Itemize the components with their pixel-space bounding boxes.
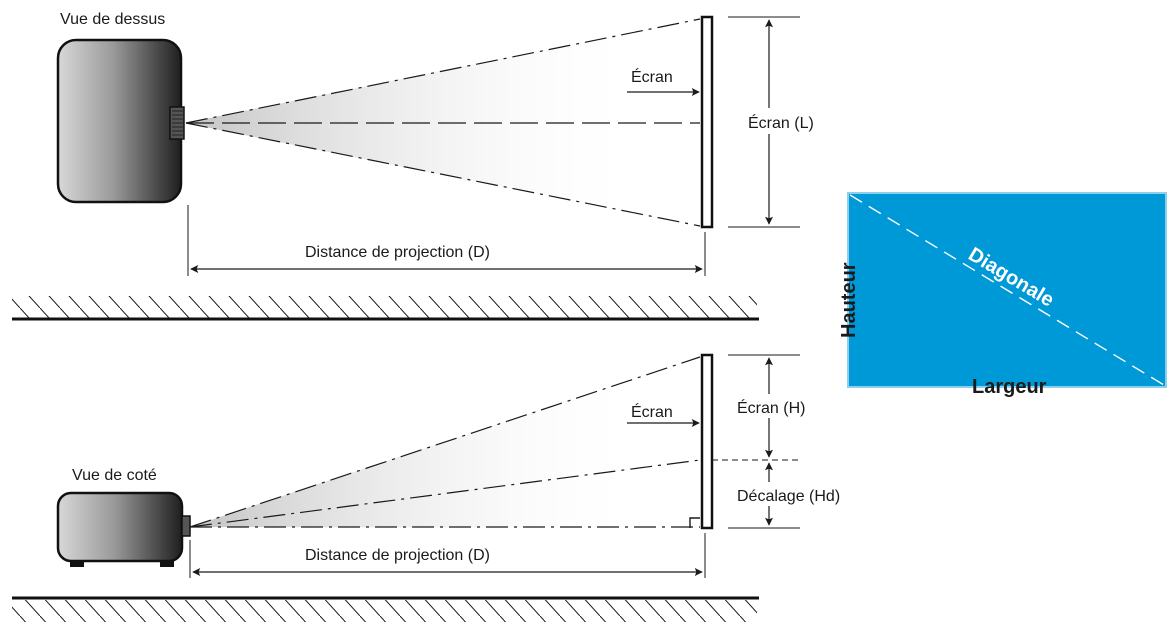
side-projector-foot-left [70,561,84,567]
side-screen [700,353,714,530]
screen-width-label: Largeur [972,376,1047,398]
top-screen-label: Écran [631,67,673,86]
top-distance-label: Distance de projection (D) [305,244,490,261]
top-beam-upper [185,18,701,124]
side-beam-middle [189,459,701,528]
side-screen-dim-label: Écran (H) [737,398,805,417]
side-projector-foot-right [160,561,174,567]
side-screen-label: Écran [631,402,673,421]
top-view-title: Vue de dessus [60,11,165,28]
side-projector-body [56,491,184,563]
side-distance-label: Distance de projection (D) [305,547,490,564]
bottom-floor [12,596,759,622]
side-view: Vue de coté Écran Écran (H) Décalage (Hd… [56,353,864,578]
top-screen [700,15,714,229]
top-view: Vue de dessus Écran Écran (L) Dis [56,11,836,276]
screen-diagonal-line [849,194,1165,386]
side-beam-upper [189,356,701,528]
top-floor [12,296,759,321]
side-projector-lens [181,515,191,537]
top-beam-lower [185,122,701,227]
top-screen-dim-label: Écran (L) [748,113,814,132]
side-offset-label: Décalage (Hd) [737,488,840,505]
screen-dimensions-box: Diagonale Hauteur Largeur [838,192,1167,398]
screen-height-label: Hauteur [838,262,860,338]
side-view-title: Vue de coté [72,467,157,484]
top-projector-body [56,38,183,204]
